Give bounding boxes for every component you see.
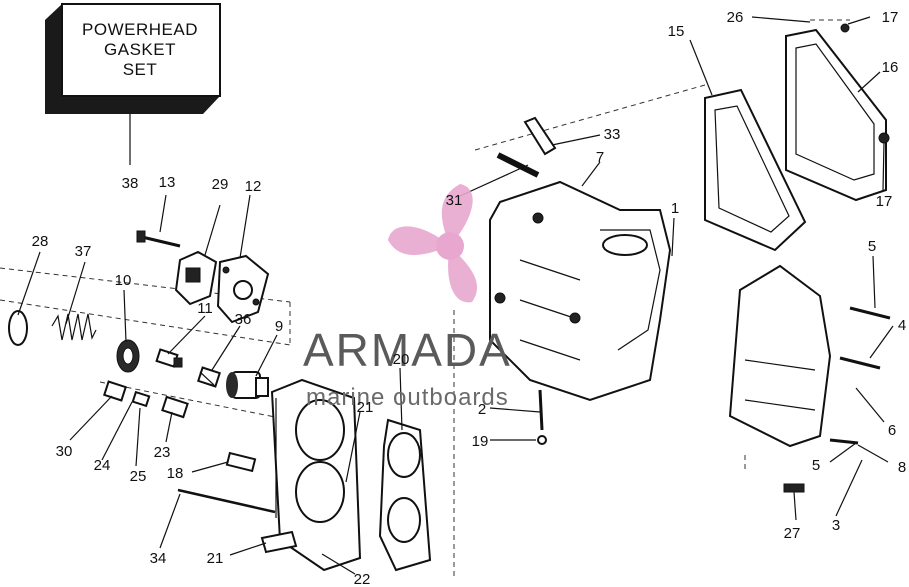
callout-21-upper: 21: [357, 399, 374, 416]
thermostat-housing-part: [174, 204, 221, 306]
callout-31: 31: [446, 192, 463, 209]
exhaust-cover-part: [785, 23, 890, 202]
watermark: ARMADA marine outboards: [303, 184, 512, 411]
callout-5-lower: 5: [812, 457, 820, 474]
callout-36: 36: [235, 311, 252, 328]
callout-24: 24: [94, 457, 111, 474]
callout-16: 16: [882, 59, 899, 76]
callout-30: 30: [56, 443, 73, 460]
valve-part: [197, 366, 221, 388]
callout-1: 1: [671, 200, 679, 217]
callout-21-lower: 21: [207, 550, 224, 567]
callout-26: 26: [727, 9, 744, 26]
callout-29: 29: [212, 176, 229, 193]
exhaust-gasket-part: [704, 88, 807, 252]
lifting-eye-part: [496, 116, 557, 178]
callout-13: 13: [159, 174, 176, 191]
callout-11: 11: [197, 300, 213, 317]
callout-18: 18: [167, 465, 184, 482]
box-line-2: GASKET: [104, 40, 176, 59]
callout-33: 33: [604, 126, 621, 143]
callout-3: 3: [832, 517, 840, 534]
watermark-brand: ARMADA: [303, 324, 512, 376]
callout-17-top: 17: [882, 9, 899, 26]
callout-27: 27: [784, 525, 801, 542]
seal-part: [116, 339, 140, 373]
bolt-13: [136, 230, 181, 248]
callout-12: 12: [245, 178, 262, 195]
watermark-tagline: marine outboards: [306, 384, 509, 411]
cylinder-head-part: [260, 378, 362, 572]
crankcase-part: [728, 264, 891, 493]
callout-6: 6: [888, 422, 896, 439]
callout-5-upper: 5: [868, 238, 876, 255]
callout-38: 38: [122, 175, 139, 192]
callout-2: 2: [478, 401, 486, 418]
callout-4: 4: [898, 317, 906, 334]
small-fittings: [103, 380, 276, 514]
callout-9: 9: [275, 318, 283, 335]
callout-17-bottom: 17: [876, 193, 893, 210]
callout-labels: 38 13 29 12 28 37 10 11 36 9 30 24 25 23…: [32, 9, 907, 587]
box-line-1: POWERHEAD: [82, 20, 198, 39]
gasket-set-box: POWERHEAD GASKET SET: [45, 3, 221, 165]
callout-20: 20: [393, 351, 410, 368]
callout-7: 7: [596, 149, 604, 166]
callout-34: 34: [150, 550, 167, 567]
callout-22: 22: [354, 571, 371, 587]
spring-part: [51, 313, 97, 341]
o-ring-part: [8, 310, 28, 346]
callout-25: 25: [130, 468, 147, 485]
callout-10: 10: [115, 272, 132, 289]
leader-lines: [17, 16, 894, 575]
elbow-fitting-part: [226, 371, 269, 399]
box-line-3: SET: [123, 60, 158, 79]
thermostat-cover-part: [216, 254, 270, 324]
callout-8: 8: [898, 459, 906, 476]
head-gasket-part: [378, 418, 432, 572]
callout-19: 19: [472, 433, 489, 450]
propeller-logo-icon: [388, 184, 477, 303]
callout-15: 15: [668, 23, 685, 40]
cylinder-block-part: [489, 180, 672, 445]
callout-28: 28: [32, 233, 49, 250]
callout-23: 23: [154, 444, 171, 461]
callout-37: 37: [75, 243, 92, 260]
